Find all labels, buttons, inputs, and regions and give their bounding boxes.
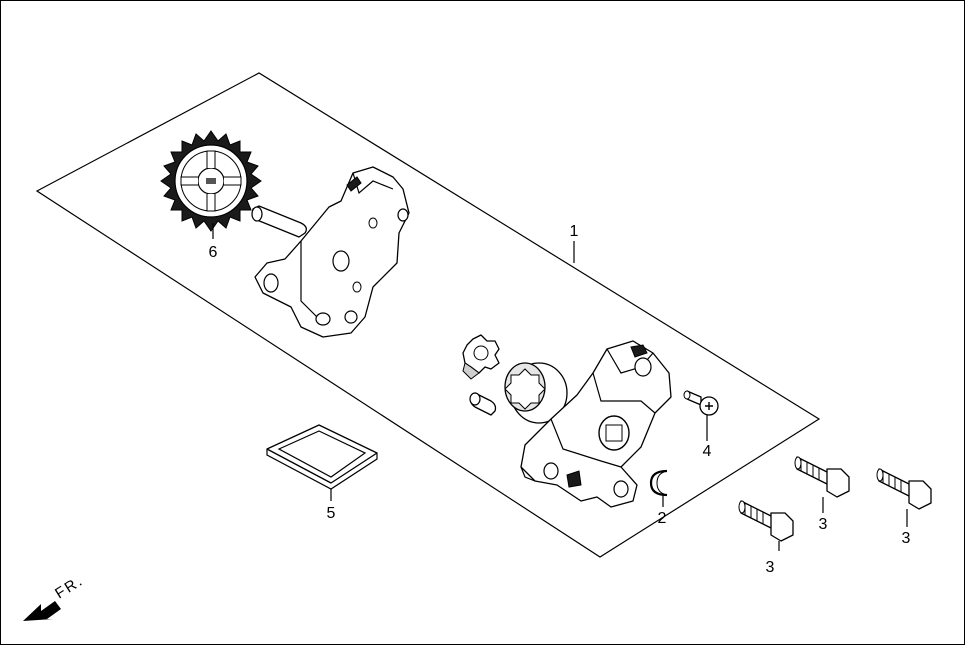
direction-label: FR. [52, 572, 87, 602]
callout-3c: 3 [902, 530, 911, 547]
callout-6: 6 [209, 244, 218, 261]
callout-3a: 3 [766, 559, 775, 576]
part-3-bolt-a [738, 500, 794, 551]
inner-rotor [462, 334, 500, 380]
callout-5: 5 [327, 505, 336, 522]
part-2-clip [649, 469, 668, 507]
part-5-gasket [266, 424, 378, 501]
pump-cover [254, 166, 410, 338]
part-4-screw [683, 390, 719, 441]
pump-body [520, 340, 672, 508]
pin [251, 205, 307, 238]
callout-1: 1 [570, 223, 579, 240]
callout-4: 4 [703, 443, 712, 460]
front-direction-arrow-icon: FR. [23, 572, 87, 621]
part-3-bolt-c [876, 468, 932, 527]
part-3-bolt-b [794, 456, 850, 513]
callout-3b: 3 [819, 516, 828, 533]
assembly-group-frame [35, 72, 821, 558]
callout-2: 2 [658, 510, 667, 527]
outer-rotor [504, 362, 568, 424]
part-6-sprocket [160, 130, 262, 239]
dowel-pin [469, 392, 497, 416]
